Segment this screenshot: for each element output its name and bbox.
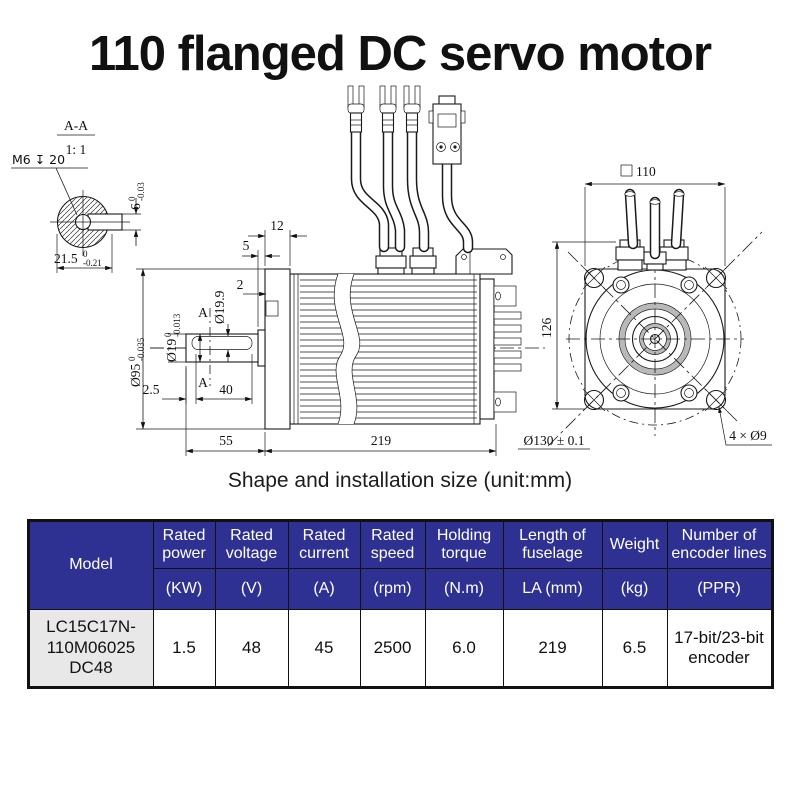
motor-body: [289, 273, 481, 425]
dim-key-depth: 21.5 0 -0.21: [54, 249, 102, 268]
mounting-holes: [582, 266, 728, 412]
col-header-rated-current: Rated current: [287, 519, 361, 569]
col-header-rated-power: Rated power: [152, 519, 216, 569]
section-marker-top: A: [198, 305, 208, 320]
value-encoder-lines: 17-bit/23-bit encoder: [666, 608, 773, 688]
unit-encoder-lines: (PPR): [666, 567, 773, 610]
dim-key-length: 40: [219, 382, 233, 397]
unit-rated-voltage: (V): [214, 567, 289, 610]
header-row-labels: Model Rated power Rated voltage Rated cu…: [27, 519, 773, 610]
svg-text:Ø19.9: Ø19.9: [212, 290, 227, 324]
unit-fuselage-length: LA (mm): [502, 567, 603, 610]
dim-flange-thickness: 12: [270, 218, 284, 233]
dim-step: 2: [237, 277, 244, 292]
section-label: A-A: [64, 118, 88, 133]
svg-text:0: 0: [127, 196, 137, 201]
dim-mounting-holes: 4 × Ø9: [729, 428, 767, 443]
fork-terminals: [347, 85, 421, 133]
dim-pilot-diameter: Ø95 0 -0.035: [127, 337, 146, 387]
shaft-keyway: [191, 336, 253, 350]
side-view: 12 5 2 Ø19.9 A A Ø19 0 -0.013: [127, 85, 545, 456]
svg-text:0: 0: [163, 332, 173, 337]
dim-boss-length: 5: [243, 238, 250, 253]
thread-callout: M6 ↧ 20: [12, 152, 65, 167]
front-cables: [624, 188, 685, 260]
col-header-fuselage-length: Length of fuselage: [502, 519, 603, 569]
dim-shaft-length: 55: [219, 433, 233, 448]
cable-glands: [375, 247, 437, 275]
technical-drawing: A-A 1: 1 M6 ↧ 20 6 0 -0.03 21.5 0 -0.21: [11, 85, 772, 456]
unit-holding-torque: (N.m): [424, 567, 504, 610]
encoder-connector: [428, 95, 466, 165]
col-header-weight: Weight: [601, 519, 668, 569]
svg-text:Ø95: Ø95: [128, 363, 143, 386]
unit-rated-current: (A): [287, 567, 361, 610]
value-rated-voltage: 48: [214, 608, 289, 688]
flange-key: [265, 300, 279, 317]
drawing-caption: Shape and installation size (unit:mm): [227, 468, 573, 492]
svg-text:21.5: 21.5: [54, 251, 78, 266]
svg-text:Ø19: Ø19: [164, 338, 179, 361]
col-header-rated-voltage: Rated voltage: [214, 519, 289, 569]
dim-key-width: 6 0 -0.03: [127, 182, 146, 210]
value-weight: 6.5: [601, 608, 668, 688]
shaft-boss: [257, 329, 266, 367]
unit-rated-speed: (rpm): [359, 567, 426, 610]
section-view-aa: A-A 1: 1 M6 ↧ 20 6 0 -0.03 21.5 0 -0.21: [11, 118, 146, 273]
col-header-encoder-lines: Number of encoder lines: [666, 519, 773, 569]
header-row-units: (KW) (V) (A) (rpm) (N.m) LA (mm) (kg) (P…: [28, 567, 773, 610]
dim-shaft-diameter: Ø19 0 -0.013: [163, 313, 182, 362]
power-cables: [350, 126, 474, 254]
col-header-rated-speed: Rated speed: [359, 519, 426, 569]
encoder-housing: [455, 248, 513, 275]
page-title: 110 flanged DC servo motor: [88, 27, 712, 81]
value-rated-power: 1.5: [152, 608, 216, 688]
model-value-line3: DC48: [69, 658, 113, 678]
svg-text:-0.035: -0.035: [136, 337, 146, 361]
value-fuselage-length: 219: [502, 608, 603, 688]
section-marker-bottom: A: [198, 375, 208, 390]
face-screws: [612, 276, 698, 402]
col-header-holding-torque: Holding torque: [424, 519, 504, 569]
unit-rated-power: (KW): [152, 567, 216, 610]
section-scale: 1: 1: [66, 142, 87, 157]
break-line-band: [334, 273, 360, 424]
flange: [264, 268, 291, 430]
dim-height: 126: [539, 317, 554, 338]
svg-text:0: 0: [127, 356, 137, 361]
dim-bolt-circle: Ø130 ± 0.1: [523, 433, 584, 448]
spec-table: Model Rated power Rated voltage Rated cu…: [26, 518, 774, 689]
dim-key-offset: 2.5: [143, 382, 160, 397]
model-value-line2: 110M06025: [46, 637, 136, 657]
model-header: Model: [27, 519, 154, 610]
value-rated-speed: 2500: [359, 608, 426, 688]
svg-text:-0.03: -0.03: [136, 182, 146, 201]
svg-text:126: 126: [539, 317, 554, 338]
svg-text:6: 6: [128, 203, 143, 210]
model-value: LC15C17N- 110M06025 DC48: [27, 608, 154, 688]
svg-text:0: 0: [83, 249, 88, 259]
square-symbol: [620, 164, 633, 177]
svg-text:-0.013: -0.013: [172, 313, 182, 337]
data-row: LC15C17N- 110M06025 DC48 1.5 48 45 2500 …: [27, 608, 773, 688]
dim-key-diameter: Ø19.9: [212, 290, 227, 324]
model-value-line1: LC15C17N-: [46, 617, 136, 637]
svg-text:110: 110: [636, 164, 656, 179]
svg-text:-0.21: -0.21: [83, 258, 102, 268]
value-holding-torque: 6.0: [424, 608, 504, 688]
front-view: 110 126 Ø130 ± 0.1 4 × Ø9: [518, 164, 772, 450]
dim-body-length: 219: [371, 433, 392, 448]
rear-housing: [479, 278, 522, 420]
value-rated-current: 45: [287, 608, 361, 688]
dim-flange-square: 110: [620, 164, 656, 179]
unit-weight: (kg): [601, 567, 668, 610]
